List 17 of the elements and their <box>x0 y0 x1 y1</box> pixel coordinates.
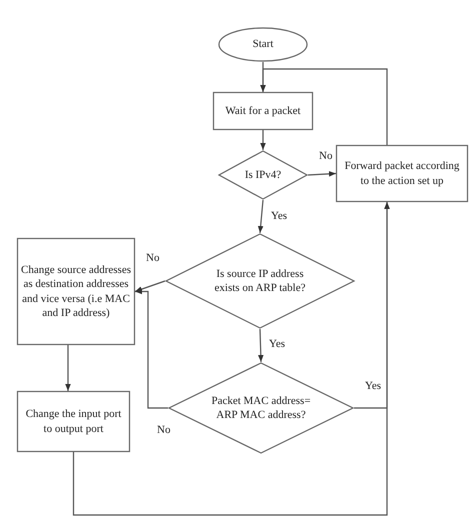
node-text: Change source addresses as destination addresses and vice versa (i.e MAC and IP address) <box>21 262 131 320</box>
arrow <box>308 171 336 177</box>
node-text: Forward packet according to the action set up <box>344 159 460 188</box>
node-text: Wait for a packet <box>224 104 302 118</box>
arrow <box>72 202 390 516</box>
node-text: Start <box>252 37 274 52</box>
arrow <box>258 328 264 362</box>
node-text: Packet MAC address= ARP MAC address? <box>210 394 312 422</box>
node-text: Is source IP address exists on ARP table? <box>214 266 306 296</box>
arrow <box>65 345 71 391</box>
arrow <box>260 68 388 145</box>
arrow <box>134 280 166 292</box>
arrow <box>258 200 264 234</box>
arrow <box>135 288 168 409</box>
node-text: Is IPv4? <box>244 168 282 182</box>
arrow <box>260 130 266 150</box>
node-text: Change the input port to output port <box>24 407 122 436</box>
